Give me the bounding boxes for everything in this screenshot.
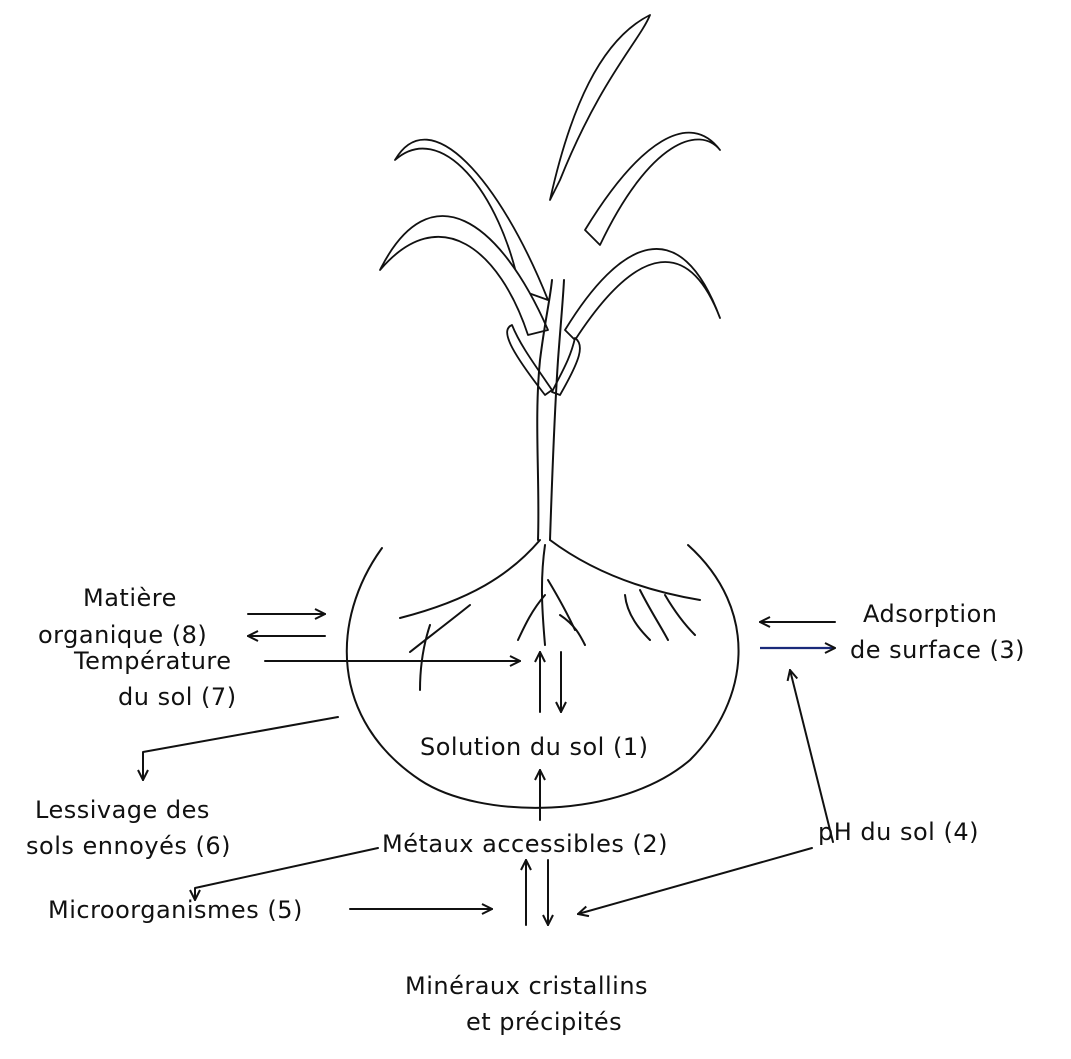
label-temperature-line1: Température	[73, 647, 232, 675]
label-adsorption-line2: de surface (3)	[850, 636, 1025, 664]
arrow-solution-to-lessivage	[143, 717, 338, 780]
label-matiere-line1: Matière	[83, 584, 177, 612]
process-arrows	[143, 614, 835, 925]
label-mineraux-line2: et précipités	[466, 1008, 622, 1036]
label-microorganismes: Microorganismes (5)	[48, 896, 303, 924]
plant-leaf	[585, 133, 720, 245]
label-lessivage-line1: Lessivage des	[35, 796, 210, 824]
label-matiere-line2: organique (8)	[38, 621, 207, 649]
plant-leaf	[565, 249, 720, 340]
arrow-ph-to-adsorption	[790, 670, 833, 842]
label-mineraux-line1: Minéraux cristallins	[405, 972, 648, 1000]
plant-illustration	[380, 15, 720, 690]
label-ph-du-sol: pH du sol (4)	[818, 818, 979, 846]
plant-leaf	[395, 140, 548, 300]
label-adsorption-line1: Adsorption	[863, 600, 998, 628]
plant-stem	[550, 280, 564, 540]
label-metaux-accessibles: Métaux accessibles (2)	[382, 830, 668, 858]
label-temperature-line2: du sol (7)	[118, 683, 237, 711]
label-lessivage-line2: sols ennoyés (6)	[26, 832, 231, 860]
diagram-labels: Solution du sol (1) Métaux accessibles (…	[26, 584, 1025, 1036]
label-solution-du-sol: Solution du sol (1)	[420, 733, 648, 761]
plant-roots	[400, 540, 700, 690]
